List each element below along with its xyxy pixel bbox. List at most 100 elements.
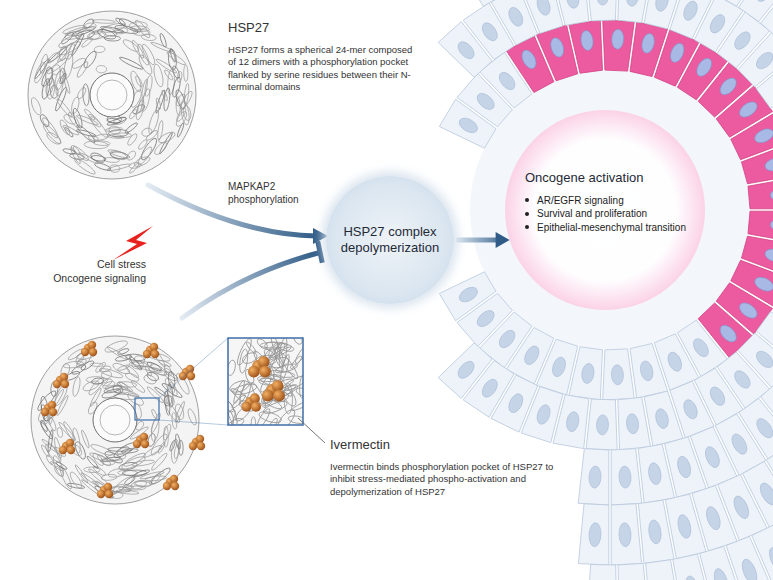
protein-strand: [131, 39, 146, 59]
protein-strand: [76, 129, 96, 138]
protein-strand: [117, 348, 129, 356]
pale-cell: [673, 554, 714, 580]
protein-pore: [97, 80, 127, 110]
protein-strand: [146, 361, 162, 373]
zoom-guide: [159, 420, 228, 425]
protein-strand: [100, 25, 124, 33]
protein-strand: [292, 338, 303, 346]
description-text: Ivermectin binds phosphorylation pocket …: [330, 461, 565, 498]
ivermectin-molecule: [179, 372, 187, 380]
protein-strand: [76, 86, 87, 99]
cell-nucleus: [683, 575, 700, 580]
protein-strand: [111, 361, 131, 376]
protein-strand: [116, 381, 129, 392]
protein-strand: [128, 108, 138, 119]
protein-strand: [279, 354, 291, 383]
ivermectin-molecule: [143, 350, 151, 358]
bullet-dot: [525, 198, 529, 202]
cell-nucleus: [703, 445, 723, 470]
cell-nucleus: [752, 274, 773, 293]
flow-arrow: [456, 237, 497, 242]
ivermectin-molecule: [105, 490, 113, 498]
cell-nucleus: [640, 32, 656, 54]
ivermectin-molecule: [61, 380, 69, 388]
cell-nucleus: [580, 30, 595, 51]
protein-strand: [157, 130, 176, 145]
protein-strand: [134, 19, 152, 40]
cell-nucleus: [752, 126, 773, 145]
cell-nucleus: [729, 432, 750, 457]
protein-strand: [294, 344, 303, 365]
cell-nucleus: [764, 156, 773, 173]
pale-cell: [603, 349, 635, 400]
ivermectin-molecule: [59, 446, 67, 454]
pale-cell: [630, 344, 668, 399]
hsp27-ivermectin-protein: [31, 336, 205, 504]
pink-cell: [748, 177, 773, 209]
cell-nucleus: [753, 348, 773, 371]
cell-nucleus: [732, 368, 754, 391]
cell-nucleus: [717, 75, 739, 98]
pale-cell: [618, 397, 651, 450]
pale-cell: [586, 0, 617, 21]
protein-strand: [55, 461, 68, 471]
cell-nucleus: [535, 403, 553, 426]
protein-strand: [39, 421, 53, 439]
bullet-dot: [525, 212, 529, 216]
cell-nucleus: [654, 407, 670, 429]
bullet-text: Epithelial-mesenchymal transition: [537, 222, 686, 233]
pale-cell: [578, 504, 608, 565]
cell-nucleus: [737, 99, 760, 120]
protein-strand: [228, 398, 235, 413]
protein-strand: [87, 113, 103, 129]
cell-nucleus: [506, 392, 526, 415]
ivermectin-molecule: [273, 390, 285, 402]
bullet-item: Survival and proliferation: [525, 207, 686, 221]
cell-nucleus: [479, 20, 500, 43]
protein-strand: [178, 90, 194, 111]
protein-strand: [149, 362, 169, 378]
cell-nucleus: [474, 90, 497, 112]
ivermectin-molecule: [53, 380, 61, 388]
protein-strand: [161, 90, 168, 102]
protein-strand: [46, 78, 56, 100]
protein-strand: [72, 376, 82, 397]
text-block: HSP27 complex depolymerization: [334, 224, 446, 257]
ivermectin-molecule: [163, 482, 171, 490]
protein-strand: [265, 342, 281, 350]
arrow-label: MAPKAP2 phosphorylation: [228, 180, 316, 206]
cell-nucleus: [625, 413, 639, 434]
protein-strand: [62, 148, 75, 155]
protein-strand: [166, 50, 187, 66]
protein-strand: [129, 162, 141, 174]
pale-cell: [761, 0, 773, 39]
protein-strand: [29, 96, 43, 116]
drug-title: Ivermectin: [330, 437, 510, 454]
protein-strand: [51, 64, 62, 76]
ivermectin-molecule: [133, 440, 141, 448]
ivermectin-molecule: [248, 366, 260, 378]
protein-strand: [124, 122, 138, 135]
inset-ground: [228, 338, 303, 425]
bullet-dot: [525, 225, 529, 229]
cell-nucleus: [457, 284, 480, 305]
bullet-text: Survival and proliferation: [537, 208, 647, 219]
pink-cell: [742, 144, 773, 183]
cell-nucleus: [474, 308, 497, 330]
protein-strand: [96, 27, 117, 40]
protein-strand: [39, 113, 51, 128]
protein-strand: [145, 129, 159, 142]
protein-strand: [159, 33, 168, 48]
ivermectin-molecule: [241, 402, 251, 412]
protein-strand: [110, 151, 129, 160]
protein-strand: [228, 408, 237, 424]
protein-strand: [69, 144, 90, 163]
pale-cell: [553, 0, 589, 25]
bullet-item: Epithelial-mesenchymal transition: [525, 221, 686, 235]
protein-strand: [122, 38, 141, 54]
cell-nucleus: [596, 0, 609, 5]
inhibition-line: [182, 253, 318, 318]
cell-nucleus: [654, 0, 670, 13]
protein-strand: [107, 467, 126, 479]
